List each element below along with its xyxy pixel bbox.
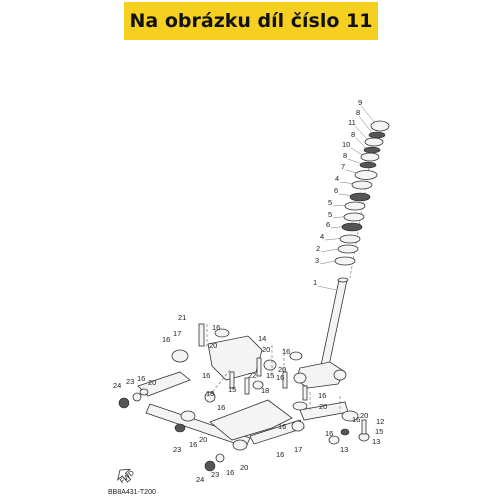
callout: 16	[226, 468, 234, 477]
header-banner: Na obrázku díl číslo 11	[124, 2, 378, 40]
joints	[118, 323, 370, 472]
callout: 18	[261, 386, 269, 395]
callout: 15	[266, 371, 274, 380]
bearing-race	[339, 234, 361, 244]
callout: 6	[334, 186, 338, 195]
bearing	[349, 192, 371, 202]
callout: 16	[276, 450, 284, 459]
callout: 23	[211, 470, 219, 479]
dust-seal	[337, 244, 359, 254]
callout: 5	[328, 210, 332, 219]
callout: 13	[340, 445, 348, 454]
callout: 16	[325, 429, 333, 438]
callout: 16	[202, 371, 210, 380]
tie-rod	[249, 419, 305, 445]
callout: 23	[173, 445, 181, 454]
callout: 16	[276, 373, 284, 382]
steering-stem	[293, 277, 349, 389]
callout: 20	[199, 435, 207, 444]
callout: 16	[278, 422, 286, 431]
center-bracket	[207, 335, 263, 381]
callout: 20	[209, 341, 217, 350]
callout: 15	[375, 427, 383, 436]
bearing-race	[344, 201, 366, 211]
detail-boxes	[203, 324, 341, 412]
callout: 6	[326, 220, 330, 229]
callout: 16	[212, 323, 220, 332]
callout: 16	[217, 403, 225, 412]
callout: 16	[137, 374, 145, 383]
callout: 17	[294, 445, 302, 454]
callout: 20	[148, 378, 156, 387]
callout: 22	[248, 371, 256, 380]
callout: 23	[126, 377, 134, 386]
callout: 24	[113, 381, 121, 390]
callout: 24	[196, 475, 204, 484]
callout: 8	[351, 130, 355, 139]
callout: 10	[342, 140, 350, 149]
callout: 3	[315, 256, 319, 265]
callouts: 9 8 11 8 10 8 7 4 6 5 5 6 4 2 3 1 21 17 …	[113, 98, 384, 484]
stem-nut	[370, 120, 390, 132]
callout: 16	[282, 347, 290, 356]
bearing-race	[351, 180, 373, 190]
callout: 1	[313, 278, 317, 287]
washer	[368, 131, 386, 139]
pitman-arm	[209, 399, 293, 441]
callout: 5	[328, 198, 332, 207]
callout: 8	[356, 108, 360, 117]
stem-shaft	[318, 279, 348, 376]
washer	[363, 146, 381, 154]
washer	[359, 161, 377, 169]
callout: 4	[320, 232, 324, 241]
callout: 13	[372, 437, 380, 446]
callout: 8	[343, 151, 347, 160]
callout: 4	[335, 174, 339, 183]
callout: 20	[262, 345, 270, 354]
callout: 15	[228, 385, 236, 394]
bearing-stack	[334, 120, 390, 266]
cover	[354, 170, 378, 180]
callout: 19	[206, 389, 214, 398]
link-assembly	[137, 335, 349, 448]
callout: 16	[352, 415, 360, 424]
callout: 12	[376, 417, 384, 426]
callout: 7	[341, 162, 345, 171]
bearing	[341, 222, 363, 232]
lock-ring	[364, 137, 384, 147]
callout: 16	[162, 335, 170, 344]
callout: 2	[316, 244, 320, 253]
washer	[334, 256, 356, 266]
header-title: Na obrázku díl číslo 11	[129, 10, 373, 32]
callout: 21	[178, 313, 186, 322]
callout: 14	[258, 334, 266, 343]
callout: 16	[318, 391, 326, 400]
callout: 20	[319, 402, 327, 411]
callout: 9	[358, 98, 362, 107]
callout: 11	[348, 118, 356, 127]
ring-nut	[360, 152, 380, 162]
callout: 20	[360, 411, 368, 420]
callout: 20	[278, 365, 286, 374]
callout: 16	[189, 440, 197, 449]
diagram-code: BB8A431-T200	[108, 489, 156, 496]
callout: 17	[173, 329, 181, 338]
bearing-race	[343, 212, 365, 222]
callout: 20	[240, 463, 248, 472]
arrow-icon	[117, 468, 132, 483]
fwd-arrow: FWD	[117, 468, 136, 485]
